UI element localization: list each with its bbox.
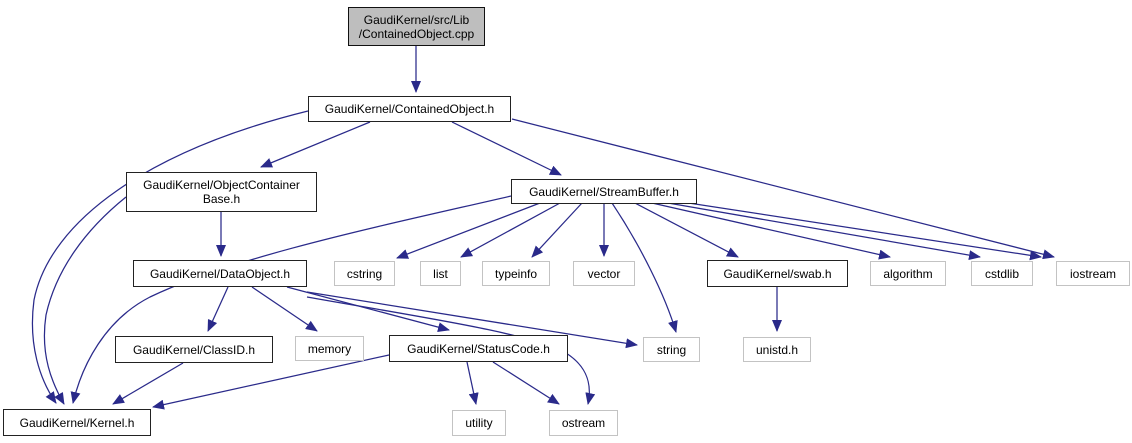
- node-cstdlib: cstdlib: [971, 261, 1033, 286]
- node-classid-h[interactable]: GaudiKernel/ClassID.h: [115, 336, 273, 363]
- edge-streambuffer-h-to-string: [611, 202, 678, 333]
- node-string: string: [643, 337, 700, 362]
- edge-objectcontainerbase-h-to-kernel-h: [43, 196, 127, 405]
- edge-statuscode-h-to-ostream: [492, 361, 560, 405]
- edge-classid-h-to-kernel-h: [112, 362, 184, 405]
- edge-streambuffer-h-to-swab-h: [634, 202, 739, 258]
- node-cstring: cstring: [334, 261, 395, 286]
- node-containedobject-h[interactable]: GaudiKernel/ContainedObject.h: [308, 96, 511, 122]
- edge-streambuffer-h-to-list: [460, 202, 561, 258]
- edge-statuscode-h-to-kernel-h: [152, 354, 390, 410]
- node-algorithm: algorithm: [870, 261, 946, 286]
- edge-dataobject-h-to-string: [306, 291, 638, 349]
- node-statuscode-h[interactable]: GaudiKernel/StatusCode.h: [389, 335, 568, 362]
- edge-dataobject-h-to-memory: [251, 286, 318, 332]
- node-objectcontainerbase-h[interactable]: GaudiKernel/ObjectContainer Base.h: [126, 172, 317, 212]
- edge-streambuffer-h-to-cstring: [396, 202, 541, 259]
- node-swab-h[interactable]: GaudiKernel/swab.h: [707, 260, 848, 287]
- node-kernel-h[interactable]: GaudiKernel/Kernel.h: [3, 409, 151, 436]
- node-dataobject-h[interactable]: GaudiKernel/DataObject.h: [133, 260, 307, 287]
- node-iostream: iostream: [1056, 261, 1130, 286]
- edge-containedobject-h-to-streambuffer-h: [451, 121, 562, 176]
- edge-streambuffer-h-to-iostream: [681, 201, 1042, 261]
- edge-dataobject-h-to-statuscode-h: [286, 286, 450, 333]
- node-containedobject-cpp: GaudiKernel/src/Lib /ContainedObject.cpp: [348, 7, 485, 46]
- node-unistd-h: unistd.h: [743, 337, 811, 362]
- edge-statuscode-h-to-utility: [466, 361, 479, 405]
- edge-containedobject-h-to-objectcontainerbase-h: [260, 121, 371, 168]
- node-list: list: [420, 261, 461, 286]
- edge-streambuffer-h-to-kernel-h: [70, 195, 512, 404]
- node-streambuffer-h[interactable]: GaudiKernel/StreamBuffer.h: [511, 179, 697, 204]
- node-vector: vector: [573, 261, 635, 286]
- node-ostream: ostream: [549, 410, 618, 436]
- edge-streambuffer-h-to-algorithm: [651, 202, 891, 260]
- node-memory: memory: [295, 336, 364, 361]
- edge-containedobject-h-to-kernel-h: [31, 110, 309, 404]
- edge-streambuffer-h-to-cstdlib: [667, 202, 981, 261]
- edge-dataobject-h-to-classid-h: [207, 286, 229, 332]
- edge-streambuffer-h-to-typeinfo: [531, 202, 583, 258]
- edge-containedobject-h-to-iostream: [511, 118, 1055, 260]
- node-typeinfo: typeinfo: [482, 261, 550, 286]
- node-utility: utility: [452, 410, 506, 436]
